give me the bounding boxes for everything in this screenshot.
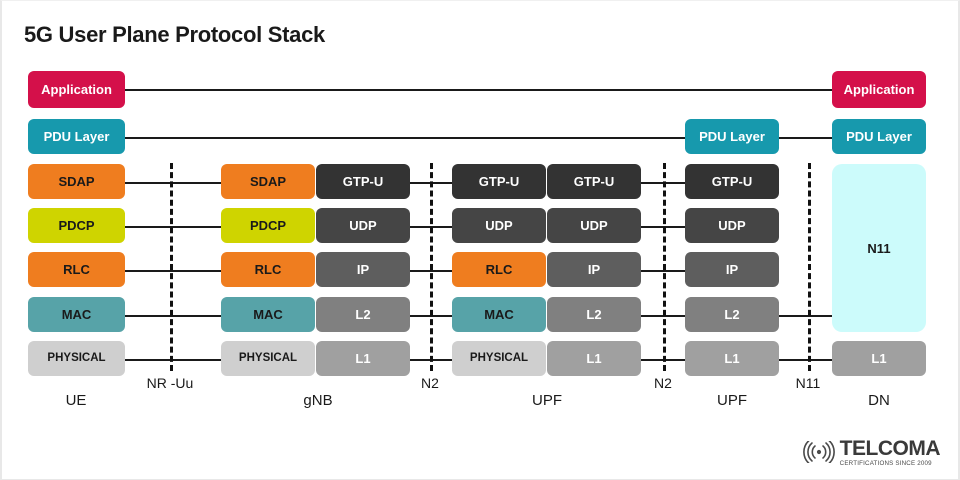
node-label-ue-0: UE bbox=[65, 392, 87, 409]
upf2-udp[interactable]: UDP bbox=[685, 208, 779, 243]
ue-physical[interactable]: PHYSICAL bbox=[28, 341, 125, 376]
upf1-l1[interactable]: L1 bbox=[547, 341, 641, 376]
node-label-upf-3: UPF bbox=[717, 392, 747, 409]
upf2-l2[interactable]: L2 bbox=[685, 297, 779, 332]
gnb-mac[interactable]: MAC bbox=[221, 297, 315, 332]
gnb-ip[interactable]: IP bbox=[316, 252, 410, 287]
interface-separator-3 bbox=[808, 163, 811, 371]
signal-waves-icon bbox=[802, 441, 835, 464]
gnb-l2[interactable]: L2 bbox=[316, 297, 410, 332]
logo-tagline: CERTIFICATIONS SINCE 2009 bbox=[839, 459, 932, 467]
node-label-upf-2: UPF bbox=[532, 392, 562, 409]
interface-separator-1 bbox=[430, 163, 433, 371]
ue-rlc[interactable]: RLC bbox=[28, 252, 125, 287]
telcoma-logo: TELCOMA CERTIFICATIONS SINCE 2009 bbox=[802, 436, 941, 467]
conn-rlc bbox=[125, 270, 221, 272]
interface-label-1: N2 bbox=[421, 375, 439, 391]
logo-brand: TELCOMA bbox=[839, 436, 941, 460]
conn-sdap bbox=[125, 182, 221, 184]
upf2-pdu[interactable]: PDU Layer bbox=[685, 119, 779, 154]
upf1-gtpu-left[interactable]: GTP-U bbox=[452, 164, 546, 199]
page-title: 5G User Plane Protocol Stack bbox=[24, 22, 325, 47]
gnb-l1[interactable]: L1 bbox=[316, 341, 410, 376]
node-label-dn-4: DN bbox=[868, 392, 890, 409]
conn-pdcp bbox=[125, 226, 221, 228]
gnb-pdcp[interactable]: PDCP bbox=[221, 208, 315, 243]
ue-sdap[interactable]: SDAP bbox=[28, 164, 125, 199]
upf1-udp-right[interactable]: UDP bbox=[547, 208, 641, 243]
upf1-mac[interactable]: MAC bbox=[452, 297, 546, 332]
gnb-gtpu[interactable]: GTP-U bbox=[316, 164, 410, 199]
upf1-udp-left[interactable]: UDP bbox=[452, 208, 546, 243]
conn-phy bbox=[125, 359, 221, 361]
upf2-gtpu[interactable]: GTP-U bbox=[685, 164, 779, 199]
interface-separator-2 bbox=[663, 163, 666, 371]
gnb-sdap[interactable]: SDAP bbox=[221, 164, 315, 199]
gnb-udp[interactable]: UDP bbox=[316, 208, 410, 243]
upf1-gtpu-right[interactable]: GTP-U bbox=[547, 164, 641, 199]
conn-application bbox=[125, 89, 832, 91]
ue-pdcp[interactable]: PDCP bbox=[28, 208, 125, 243]
upf1-rlc[interactable]: RLC bbox=[452, 252, 546, 287]
interface-separator-0 bbox=[170, 163, 173, 371]
ue-pdu[interactable]: PDU Layer bbox=[28, 119, 125, 154]
upf1-physical[interactable]: PHYSICAL bbox=[452, 341, 546, 376]
gnb-physical[interactable]: PHYSICAL bbox=[221, 341, 315, 376]
upf1-ip[interactable]: IP bbox=[547, 252, 641, 287]
node-label-gnb-1: gNB bbox=[303, 392, 333, 409]
upf2-l1[interactable]: L1 bbox=[685, 341, 779, 376]
upf1-l2[interactable]: L2 bbox=[547, 297, 641, 332]
dn-application[interactable]: Application bbox=[832, 71, 926, 108]
interface-label-3: N11 bbox=[795, 375, 821, 391]
conn-l1-upf2-dn bbox=[779, 359, 832, 361]
conn-mac bbox=[125, 315, 221, 317]
conn-pdu-ue-upf2 bbox=[125, 137, 685, 139]
ue-application[interactable]: Application bbox=[28, 71, 125, 108]
dn-pdu[interactable]: PDU Layer bbox=[832, 119, 926, 154]
dn-l1[interactable]: L1 bbox=[832, 341, 926, 376]
upf2-ip[interactable]: IP bbox=[685, 252, 779, 287]
dn-n11-box[interactable]: N11 bbox=[832, 164, 926, 332]
conn-pdu-upf2-dn bbox=[779, 137, 832, 139]
gnb-rlc[interactable]: RLC bbox=[221, 252, 315, 287]
ue-mac[interactable]: MAC bbox=[28, 297, 125, 332]
interface-label-2: N2 bbox=[654, 375, 672, 391]
conn-l2-upf2-dn bbox=[779, 315, 832, 317]
interface-label-0: NR -Uu bbox=[146, 375, 194, 391]
